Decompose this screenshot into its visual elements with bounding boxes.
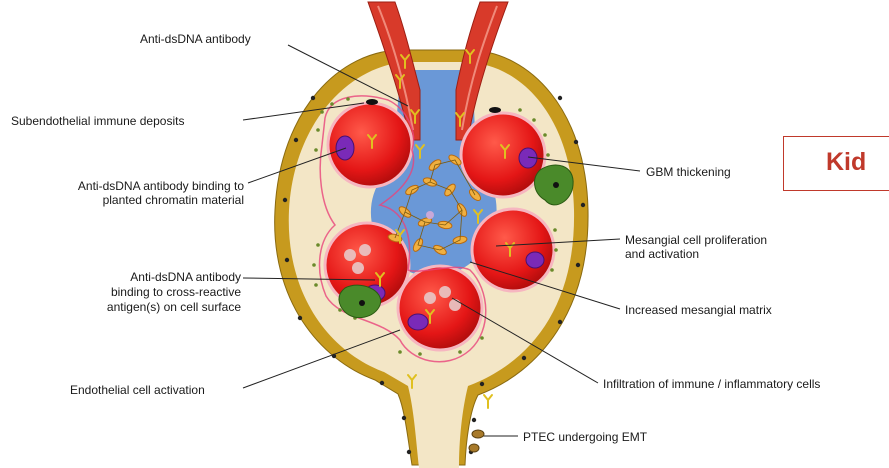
label-infiltration: Infiltration of immune / inflammatory ce… <box>603 377 820 391</box>
label-mesangial-proliferation-line1: Mesangial cell proliferation <box>625 233 767 247</box>
label-endothelial-activation: Endothelial cell activation <box>70 383 205 397</box>
label-subendothelial-deposits: Subendothelial immune deposits <box>11 114 184 128</box>
label-ptec-emt: PTEC undergoing EMT <box>523 430 647 444</box>
inflammatory-cell <box>426 211 434 219</box>
title-callout-text: Kid <box>826 148 866 177</box>
label-anti-dsdna-antibody: Anti-dsDNA antibody <box>140 32 251 46</box>
label-cross-reactive-line3: antigen(s) on cell surface <box>40 300 241 314</box>
label-mesangial-proliferation-line2: and activation <box>625 247 699 261</box>
label-gbm-thickening: GBM thickening <box>646 165 731 179</box>
title-callout-box: Kid <box>783 136 889 191</box>
label-cross-reactive-line2: binding to cross-reactive <box>40 285 241 299</box>
capillary-loop <box>472 209 554 291</box>
ptec-cells <box>469 430 484 452</box>
label-binding-chromatin-line1: Anti-dsDNA antibody binding to <box>20 179 244 193</box>
label-increased-mesangial-matrix: Increased mesangial matrix <box>625 303 772 317</box>
label-binding-chromatin-line2: planted chromatin material <box>20 193 244 207</box>
label-cross-reactive-line1: Anti-dsDNA antibody <box>40 270 241 284</box>
